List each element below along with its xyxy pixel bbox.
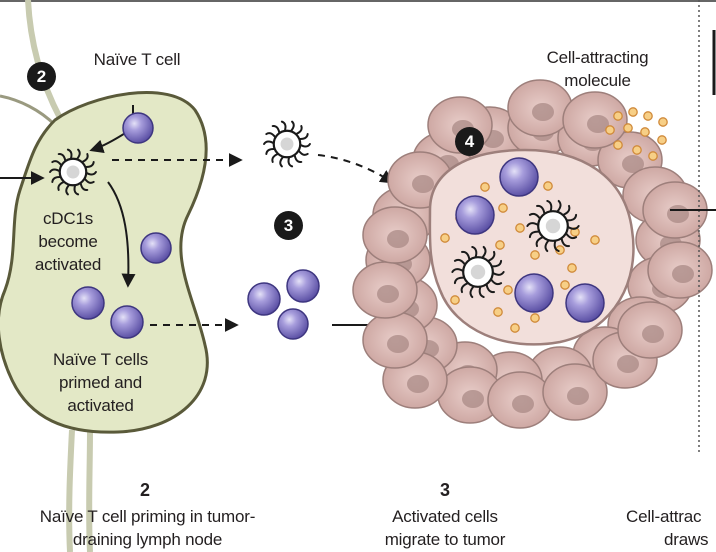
tumor-cell-icon — [542, 363, 608, 421]
t-cell-icon — [110, 305, 144, 339]
lymph-node — [0, 90, 209, 434]
dashed-arrow-dc-to-tumor — [317, 154, 395, 184]
chemokine-dot-icon — [628, 107, 638, 117]
label-primed-line1: Naïve T cells — [52, 350, 149, 369]
chemokine-dot-icon — [450, 295, 460, 305]
dendritic-cell-icon — [451, 245, 505, 299]
chemokine-dot-icon — [658, 117, 668, 127]
tumor-cell-icon — [617, 301, 683, 359]
step-caption-4-partial: Cell-attrac draws — [626, 505, 716, 551]
chemokine-dot-icon — [543, 181, 553, 191]
chemokine-dot-icon — [440, 233, 450, 243]
chemokine-dot-icon — [515, 223, 525, 233]
chemokine-dot-icon — [590, 235, 600, 245]
step-caption-2: Naïve T cell priming in tumor- draining … — [5, 505, 290, 551]
label-primed-line2: primed and — [58, 373, 143, 392]
label-cdc1s-line3: activated — [34, 255, 102, 274]
chemokine-dot-icon — [643, 111, 653, 121]
tumor-cell-icon — [487, 371, 553, 429]
t-cell-icon — [455, 195, 495, 235]
step-badge-tumor: 4 — [455, 127, 484, 156]
t-cell-icon — [277, 308, 309, 340]
chemokine-dot-icon — [498, 203, 508, 213]
step-caption-4-line2: draws — [664, 530, 709, 549]
chemokine-dot-icon — [657, 135, 667, 145]
chemokine-dot-icon — [530, 313, 540, 323]
t-cell-icon — [247, 282, 281, 316]
chemokine-dot-icon — [493, 307, 503, 317]
t-cell-group — [71, 112, 605, 340]
dendritic-cell-icon — [263, 120, 311, 168]
step-number-2: 2 — [139, 480, 150, 500]
label-cdc1s-line2: become — [38, 232, 98, 251]
label-cell-attracting-line2: molecule — [564, 71, 631, 90]
chemokine-dot-icon — [613, 111, 623, 121]
t-cell-icon — [514, 273, 554, 313]
arrow-dc-to-primed — [107, 181, 136, 288]
step-caption-4-line1: Cell-attrac — [626, 507, 702, 526]
step-caption-2-line1: Naïve T cell priming in tumor- — [39, 507, 256, 526]
chemokine-dot-icon — [503, 285, 513, 295]
chemokine-dot-icon — [623, 123, 633, 133]
chemokine-dot-icon — [640, 127, 650, 137]
t-cell-icon — [565, 283, 605, 323]
t-cell-icon — [71, 286, 105, 320]
tumor-cell-icon — [647, 241, 713, 299]
chemokine-dot-icon — [495, 240, 505, 250]
step-caption-3: Activated cells migrate to tumor — [360, 505, 530, 551]
chemokine-dot-icon — [480, 182, 490, 192]
chemokine-dot-icon — [530, 250, 540, 260]
step-number-3: 3 — [439, 480, 450, 500]
step-caption-3-line1: Activated cells — [392, 507, 498, 526]
label-cdc1s: cDC1s become activated — [18, 207, 118, 276]
chemokine-dot-icon — [605, 125, 615, 135]
label-cell-attracting-line1: Cell-attracting — [546, 48, 649, 67]
afferent-vessel-left — [0, 94, 57, 127]
label-naive-t-cell: Naïve T cell — [93, 50, 181, 69]
tumor-mass — [352, 79, 713, 429]
step-badge-lymph: 2 — [27, 62, 56, 91]
t-cell-icon — [140, 232, 172, 264]
t-cell-icon — [286, 269, 320, 303]
t-cell-icon — [499, 157, 539, 197]
dendritic-cell-icon — [49, 148, 97, 196]
dendritic-cell-group — [49, 120, 580, 299]
chemokine-dot-icon — [613, 140, 623, 150]
dendritic-cell-icon — [526, 199, 580, 253]
label-primed: Naïve T cells primed and activated — [38, 348, 163, 417]
tumor-cell-icon — [362, 206, 428, 264]
chemokine-dot-icon — [648, 151, 658, 161]
efferent-vessel — [66, 429, 93, 552]
label-cdc1s-line1: cDC1s — [42, 209, 93, 228]
chemokine-dot-icon — [567, 263, 577, 273]
step-caption-2-line2: draining lymph node — [72, 530, 223, 549]
label-cell-attracting: Cell-attracting molecule — [525, 46, 670, 92]
step-caption-3-line2: migrate to tumor — [384, 530, 506, 549]
afferent-vessel-top — [25, 0, 63, 120]
tumor-cell-icon — [362, 311, 428, 369]
t-cell-icon — [122, 112, 154, 144]
tumor-cell-icon — [352, 261, 418, 319]
chemokine-dot-icon — [510, 323, 520, 333]
chemokine-dot-icon — [560, 280, 570, 290]
label-primed-line3: activated — [67, 396, 134, 415]
chemokine-dot-icon — [632, 145, 642, 155]
step-badge-migration: 3 — [274, 211, 303, 240]
